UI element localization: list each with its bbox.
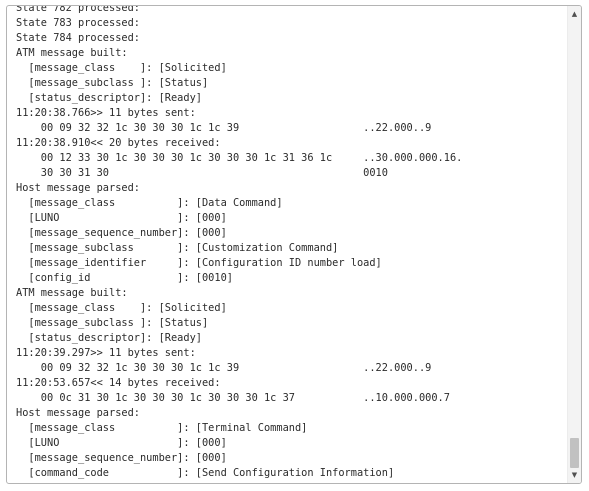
log-lines: State 782 processed: State 783 processed:…: [16, 6, 462, 481]
log-line: [message_class ]: [Solicited]: [16, 62, 227, 74]
log-line: [LUNO ]: [000]: [16, 437, 227, 449]
log-line: [message_sequence_number]: [000]: [16, 227, 227, 239]
vertical-scrollbar[interactable]: ▲ ▼: [567, 6, 581, 483]
log-line: [message_sequence_number]: [000]: [16, 452, 227, 464]
log-line: ATM message built:: [16, 47, 128, 59]
log-line: 00 12 33 30 1c 30 30 30 1c 30 30 30 1c 3…: [16, 152, 463, 164]
log-line: 30 30 31 30 0010: [16, 167, 388, 179]
log-line: State 783 processed:: [16, 17, 140, 29]
log-line: ATM message built:: [16, 287, 128, 299]
scroll-up-arrow-icon[interactable]: ▲: [571, 10, 578, 18]
log-line: Host message parsed:: [16, 182, 140, 194]
log-line: [message_class ]: [Data Command]: [16, 197, 283, 209]
log-line: [message_class ]: [Terminal Command]: [16, 422, 308, 434]
log-viewport[interactable]: State 782 processed: State 783 processed:…: [7, 6, 567, 483]
log-line: Host message parsed:: [16, 407, 140, 419]
scroll-down-arrow-icon[interactable]: ▼: [571, 471, 578, 479]
log-line: [message_subclass ]: [Status]: [16, 77, 209, 89]
log-line: 00 0c 31 30 1c 30 30 30 1c 30 30 30 1c 3…: [16, 392, 450, 404]
log-line: 00 09 32 32 1c 30 30 30 1c 1c 39 ..22.00…: [16, 362, 432, 374]
log-line: [config_id ]: [0010]: [16, 272, 233, 284]
log-line: 11:20:39.297>> 11 bytes sent:: [16, 347, 196, 359]
log-line: 00 09 32 32 1c 30 30 30 1c 1c 39 ..22.00…: [16, 122, 432, 134]
log-line: [command_code ]: [Send Configuration Inf…: [16, 467, 395, 479]
scrollbar-thumb[interactable]: [570, 438, 579, 468]
log-line: [LUNO ]: [000]: [16, 212, 227, 224]
log-window[interactable]: State 782 processed: State 783 processed:…: [6, 5, 582, 484]
log-line: [message_subclass ]: [Customization Comm…: [16, 242, 339, 254]
log-line: 11:20:38.766>> 11 bytes sent:: [16, 107, 196, 119]
log-line: State 784 processed:: [16, 32, 140, 44]
log-line: 11:20:53.657<< 14 bytes received:: [16, 377, 221, 389]
log-line: [status_descriptor]: [Ready]: [16, 332, 202, 344]
log-line: State 782 processed:: [16, 6, 140, 14]
log-line: [message_class ]: [Solicited]: [16, 302, 227, 314]
log-line: [message_identifier ]: [Configuration ID…: [16, 257, 382, 269]
log-line: [message_subclass ]: [Status]: [16, 317, 209, 329]
log-line: [status_descriptor]: [Ready]: [16, 92, 202, 104]
log-line: 11:20:38.910<< 20 bytes received:: [16, 137, 221, 149]
